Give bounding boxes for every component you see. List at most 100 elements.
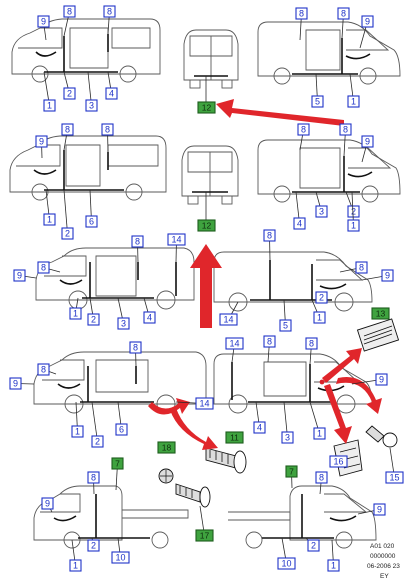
callout-1: 1 [43, 189, 56, 226]
callout-number: 8 [301, 125, 306, 135]
callout-box [315, 205, 328, 218]
callout-box [69, 307, 82, 320]
callout-box [277, 557, 296, 570]
callout-14: 14 [219, 301, 239, 326]
callout-box [37, 15, 50, 28]
callout-number: 3 [121, 319, 126, 329]
callout-box [307, 539, 320, 552]
callout-box [91, 435, 104, 448]
van-long-rear-view [181, 145, 239, 220]
callout-8: 8 [295, 7, 308, 41]
callout-10: 10 [111, 537, 130, 564]
callout-number: 9 [365, 137, 370, 147]
callout-8: 8 [63, 5, 76, 37]
van-short-right-view [257, 21, 401, 85]
callout-8: 8 [101, 123, 114, 153]
callout-number: 11 [230, 433, 239, 443]
callout-number: 1 [75, 427, 80, 437]
callout-8: 8 [87, 471, 100, 495]
callout-number: 2 [67, 89, 72, 99]
callout-box [111, 457, 124, 470]
callout-number: 14 [223, 315, 233, 325]
callout-box [297, 123, 310, 136]
figure-reference: A01 020 0000000 06-2006 23 EY [367, 543, 400, 580]
callout-4: 4 [293, 191, 306, 230]
callout-number: 1 [47, 215, 52, 225]
callout-number: 8 [341, 9, 346, 19]
callout-13: 13 [371, 307, 390, 320]
callout-8: 8 [339, 261, 368, 274]
callout-1: 1 [69, 297, 82, 320]
callout-1: 1 [311, 299, 326, 324]
callout-box [339, 123, 352, 136]
callout-number: 9 [13, 379, 18, 389]
callout-box [13, 269, 26, 282]
callout-number: 9 [41, 17, 46, 27]
callout-number: 10 [281, 559, 291, 569]
callout-box [117, 317, 130, 330]
callout-number: 1 [317, 313, 322, 323]
callout-box [361, 135, 374, 148]
callout-box [315, 291, 328, 304]
callout-box [197, 219, 216, 232]
callout-box [157, 441, 176, 454]
callout-8: 8 [129, 341, 142, 367]
callout-number: 8 [91, 473, 96, 483]
callout-number: 14 [199, 399, 209, 409]
callout-box [253, 421, 266, 434]
callout-number: 8 [319, 473, 324, 483]
callout-number: 14 [229, 339, 239, 349]
callout-number: 3 [319, 207, 324, 217]
callout-8: 8 [315, 471, 328, 495]
parts-detail [158, 318, 400, 508]
callout-number: 3 [285, 433, 290, 443]
callout-5: 5 [279, 299, 292, 332]
callout-8: 8 [263, 335, 276, 363]
callout-number: 1 [351, 97, 356, 107]
callout-number: 8 [267, 231, 272, 241]
callout-8: 8 [61, 123, 74, 151]
reference-code: A01 020 [370, 543, 395, 550]
callout-box [293, 217, 306, 230]
callout-number: 2 [311, 541, 316, 551]
callout-box [375, 373, 388, 386]
callout-15: 15 [385, 447, 404, 484]
red-arrow-up-center [190, 244, 222, 328]
callout-box [285, 465, 298, 478]
callout-number: 9 [17, 271, 22, 281]
callout-box [35, 135, 48, 148]
callout-1: 1 [347, 73, 360, 108]
callout-box [101, 123, 114, 136]
callout-1: 1 [309, 401, 326, 440]
callout-box [9, 377, 22, 390]
callout-box [63, 5, 76, 18]
callout-box [105, 87, 118, 100]
callout-8: 8 [297, 123, 310, 151]
push-pin-clip-15 [365, 425, 398, 448]
callout-box [43, 99, 56, 112]
chassis-cab-left-view [33, 485, 189, 549]
callout-number: 1 [73, 561, 78, 571]
callout-leader-line [91, 401, 98, 442]
callout-box [373, 503, 386, 516]
callout-2: 2 [61, 189, 74, 240]
callout-number: 7 [289, 467, 294, 477]
red-arrow-to-part-16 [324, 384, 352, 444]
callout-number: 9 [45, 499, 50, 509]
callout-box [167, 233, 186, 246]
callout-number: 1 [317, 429, 322, 439]
round-clip-18 [158, 468, 174, 484]
callout-box [87, 539, 100, 552]
callout-number: 8 [105, 125, 110, 135]
callout-box [143, 311, 156, 324]
callout-12: 12 [197, 219, 216, 232]
callout-number: 8 [65, 125, 70, 135]
callout-box [347, 219, 360, 232]
callout-box [103, 5, 116, 18]
callout-14: 14 [167, 233, 186, 263]
callout-box [361, 15, 374, 28]
chassis-cab-right-view [228, 485, 377, 549]
callout-4: 4 [105, 71, 118, 100]
callout-number: 2 [351, 207, 356, 217]
